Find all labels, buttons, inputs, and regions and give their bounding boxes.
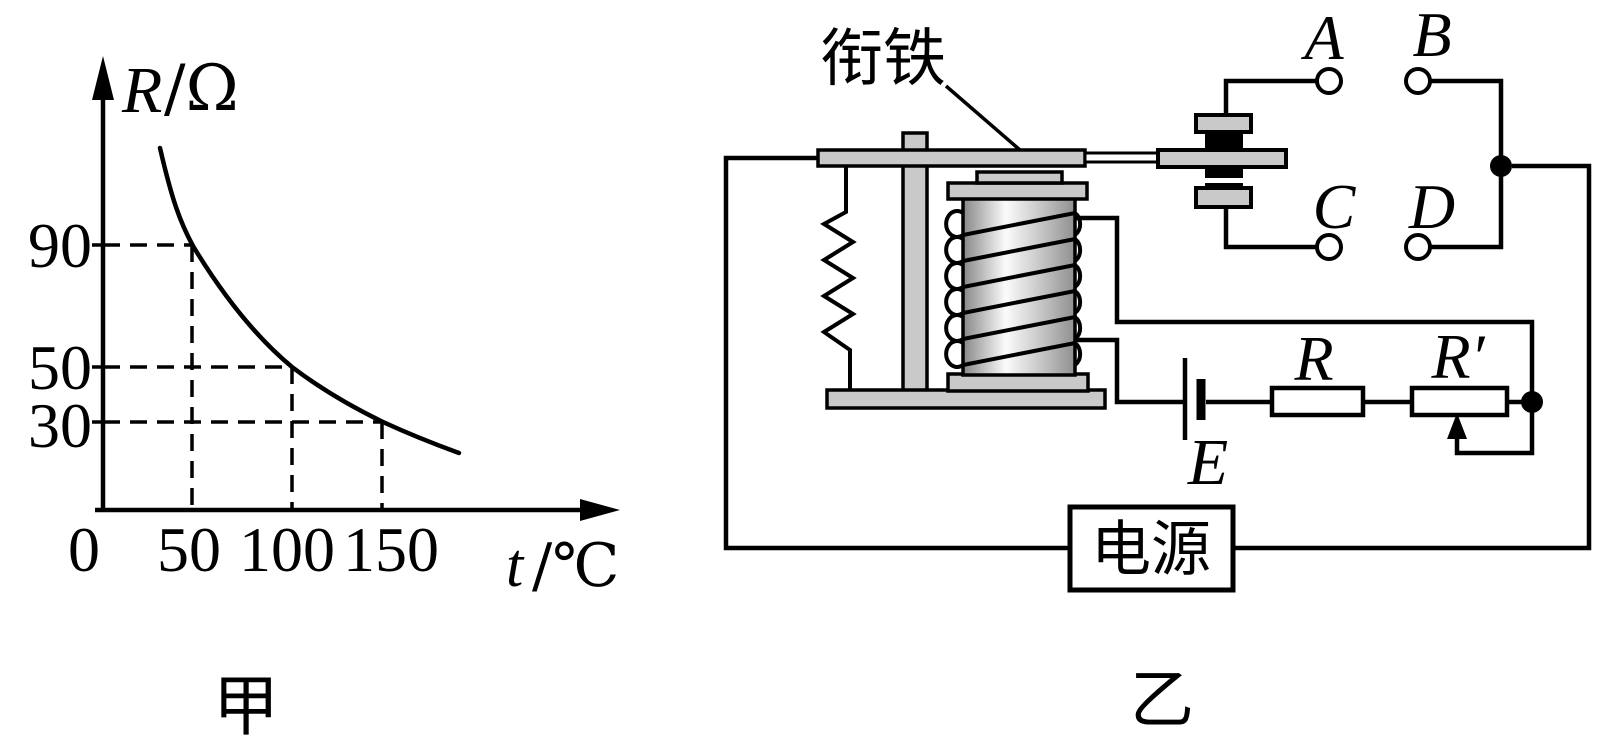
- x-tick-150: 150: [343, 514, 439, 585]
- rheostat-box: [1409, 385, 1510, 418]
- wire-coil-top-to-rheostat: [1075, 215, 1535, 392]
- terminal-c: [1315, 233, 1343, 261]
- terminal-b-label: B: [1412, 0, 1451, 70]
- coil-top-flange: [946, 181, 1089, 201]
- terminal-a: [1315, 67, 1343, 95]
- y-tick-90: 90: [28, 210, 92, 281]
- armature-label: 衔铁: [820, 22, 946, 95]
- x-axis-symbol: t: [506, 532, 525, 600]
- terminal-d: [1404, 233, 1432, 261]
- y-tick-50: 50: [28, 332, 92, 403]
- relay-spring: [820, 166, 857, 390]
- thermistor-curve: [157, 145, 462, 456]
- resistor-label: R: [1293, 323, 1333, 394]
- armature-leader-line: [944, 84, 1022, 152]
- relay-circuit-diagram: E R R′ 电源: [723, 0, 1592, 738]
- wire-wiper-loop: [1454, 410, 1535, 456]
- lower-contact-gap-bar: [1205, 183, 1243, 188]
- armature-rod: [1083, 151, 1161, 164]
- wire-contact-c: [1223, 206, 1317, 250]
- circuit-caption: 乙: [1130, 664, 1194, 738]
- contact-crossbar: [1156, 148, 1288, 169]
- wire-contact-a: [1223, 78, 1316, 114]
- y-axis-ticks: [92, 243, 104, 424]
- coil-top-cap: [975, 170, 1064, 185]
- wire-contact-d: [1430, 176, 1504, 250]
- node-rheostat-junction: [1521, 391, 1543, 413]
- x-tick-100: 100: [239, 514, 335, 585]
- y-tick-30: 30: [28, 390, 92, 461]
- y-axis-unit: /Ω: [164, 52, 239, 126]
- graph-caption: 甲: [213, 668, 279, 739]
- node-bd-junction: [1490, 155, 1512, 177]
- rheostat-label: R′: [1430, 321, 1485, 392]
- terminal-d-label: D: [1408, 171, 1455, 242]
- wire-coil-bottom-to-battery: [1075, 337, 1183, 405]
- x-axis-arrow-icon: [580, 499, 620, 521]
- lower-contact-block: [1205, 167, 1243, 178]
- terminal-b: [1404, 67, 1432, 95]
- upper-contact-cap: [1194, 113, 1253, 134]
- wire-armature-to-power-left: [723, 155, 1070, 551]
- terminal-a-label: A: [1300, 2, 1344, 73]
- terminal-c-label: C: [1313, 171, 1357, 242]
- lower-contact-cap: [1194, 186, 1253, 209]
- origin-label: 0: [68, 514, 100, 585]
- resistor-box: [1269, 385, 1366, 418]
- upper-contact-block: [1205, 132, 1243, 150]
- x-tick-50: 50: [157, 514, 221, 585]
- y-axis-symbol: R: [121, 54, 162, 127]
- x-axis-unit: /℃: [532, 531, 619, 601]
- relay-post: [901, 131, 929, 394]
- y-axis-arrow-icon: [92, 56, 114, 100]
- wire-power-right-to-junction: [1233, 163, 1592, 551]
- battery-label: E: [1187, 426, 1228, 499]
- wire-contact-b: [1430, 78, 1504, 156]
- armature-bar: [816, 148, 1087, 168]
- power-supply-box: [1067, 504, 1236, 593]
- resistance-temperature-graph: R /Ω t /℃ 90 50 30 0 50 100 150 甲: [28, 52, 620, 739]
- coil-winding: [944, 209, 1083, 369]
- wiper-arrow-icon: [1447, 413, 1467, 439]
- power-supply-label: 电源: [1091, 515, 1211, 585]
